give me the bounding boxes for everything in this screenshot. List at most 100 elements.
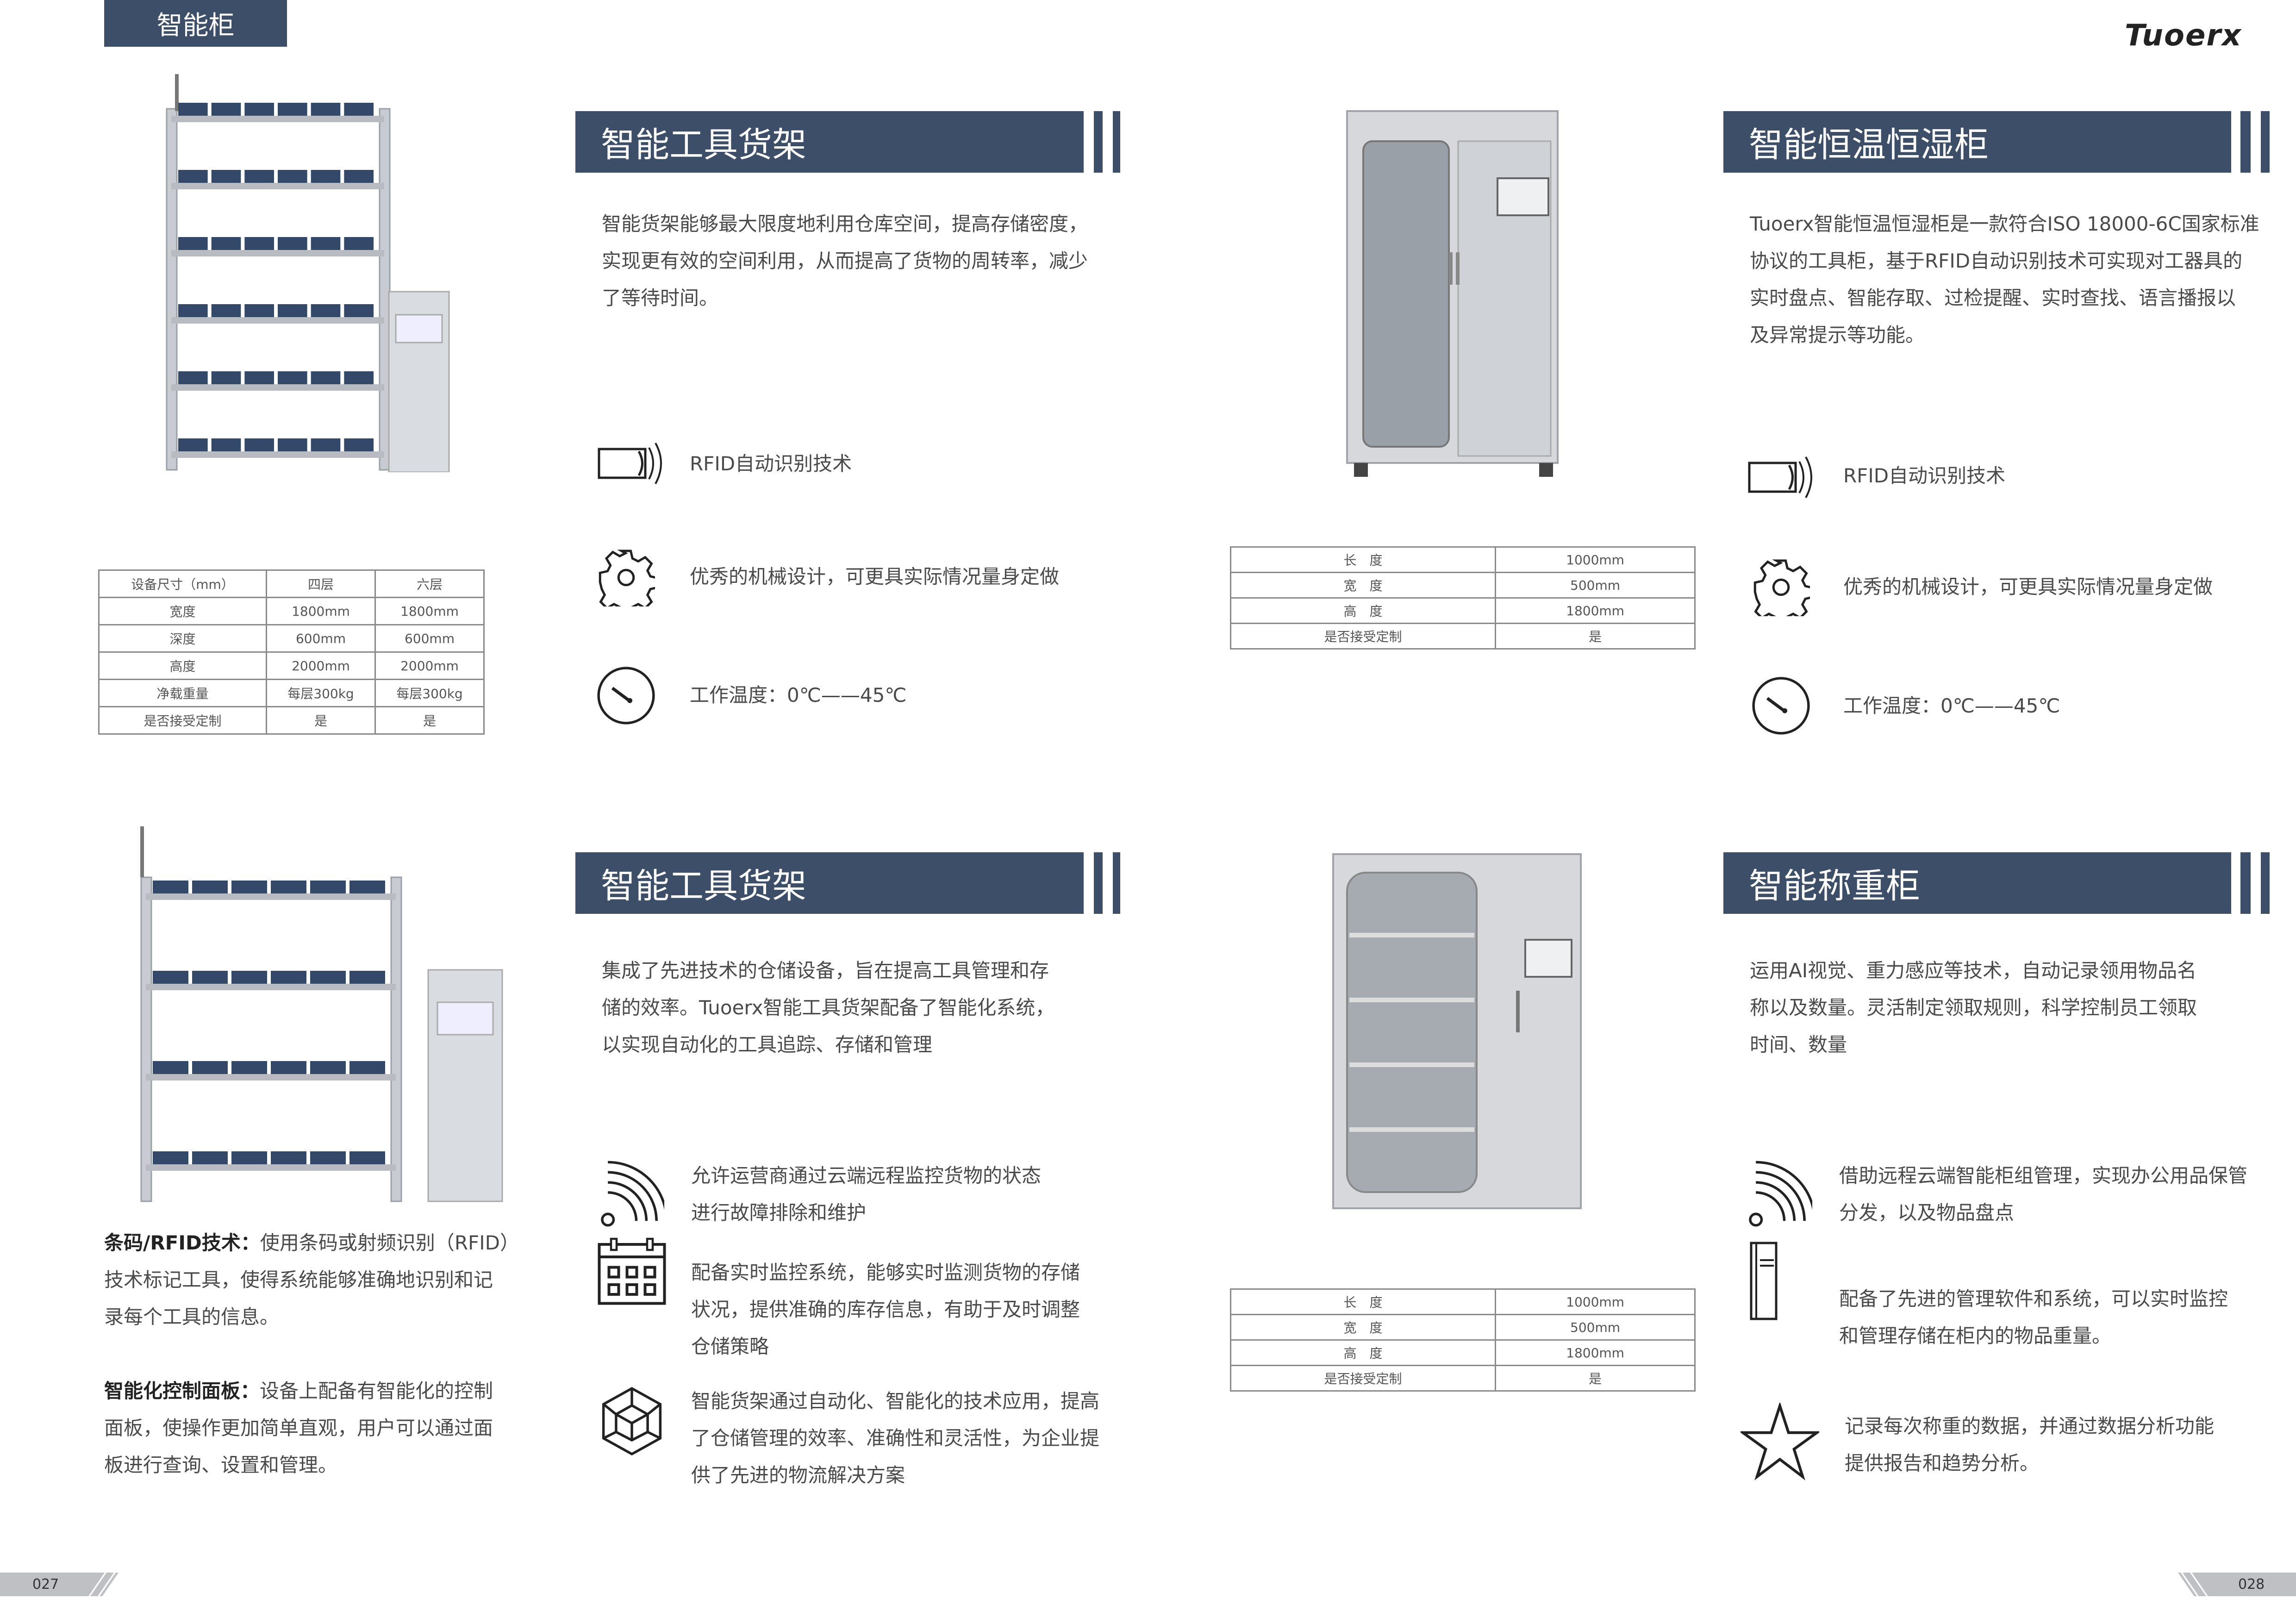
storage-bin	[271, 1061, 306, 1074]
gear-icon	[599, 550, 655, 606]
weighing-cabinet-description: 运用AI视觉、重力感应等技术，自动记录领用物品名称以及数量。灵活制定领取规则，科…	[1750, 952, 2287, 1063]
section-title-weighing-cabinet: 智能称重柜	[1723, 852, 2231, 914]
table-cell: 净载重量	[98, 679, 267, 707]
text-line: 集成了先进技术的仓储设备，旨在提高工具管理和存	[602, 959, 1049, 982]
text-line: 实现更有效的空间利用，从而提高了货物的周转率，减少	[602, 250, 1088, 272]
calendar-icon	[598, 1237, 666, 1305]
shelf-beam	[171, 250, 384, 256]
rfid-icon	[1748, 456, 1812, 498]
storage-bin	[344, 438, 374, 451]
text-line: 允许运营商通过云端远程监控货物的状态	[691, 1164, 1042, 1187]
storage-bin	[244, 438, 274, 451]
storage-bin	[244, 170, 274, 183]
feature-text: 工作温度：0℃——45℃	[690, 684, 907, 706]
rfid-icon	[598, 443, 662, 484]
table-cell: 1800mm	[265, 597, 376, 625]
table-row: 是否接受定制是	[1229, 1365, 1696, 1392]
note-label: 智能化控制面板：	[104, 1380, 260, 1402]
storage-bin	[153, 971, 188, 984]
storage-bin	[349, 881, 385, 893]
feature-text: 智能货架通过自动化、智能化的技术应用，提高了仓储管理的效率、准确性和灵活性，为企…	[691, 1383, 1099, 1494]
storage-bin	[178, 304, 208, 317]
storage-bin	[178, 103, 208, 116]
storage-bin	[244, 371, 274, 384]
section-title-shelf-2: 智能工具货架	[575, 852, 1084, 914]
table-cell: 每层300kg	[265, 679, 376, 707]
note-control-panel: 智能化控制面板：设备上配备有智能化的控制面板，使操作更加简单直观，用户可以通过面…	[104, 1373, 530, 1484]
storage-bin	[231, 1061, 267, 1074]
note-label: 条码/RFID技术：	[104, 1231, 260, 1254]
text-line: 状况，提供准确的库存信息，有助于及时调整	[691, 1298, 1080, 1321]
shelf-beam	[171, 317, 384, 324]
header-bar	[1094, 852, 1103, 914]
storage-bin	[344, 103, 374, 116]
text-line: 实时盘点、智能存取、过检提醒、实时查找、语言播报以	[1750, 287, 2236, 309]
text-line: 了仓储管理的效率、准确性和灵活性，为企业提	[691, 1427, 1100, 1449]
text-line: 设备上配备有智能化的控制	[260, 1380, 493, 1402]
storage-bin	[311, 103, 341, 116]
shelf-beam	[146, 984, 396, 990]
storage-bin	[310, 1061, 346, 1074]
storage-bin	[178, 237, 208, 250]
feature-text: RFID自动识别技术	[690, 452, 852, 475]
storage-bin	[349, 1061, 385, 1074]
page-band-stripes	[86, 1573, 119, 1596]
storage-bin	[192, 1151, 228, 1164]
table-cell: 深度	[98, 624, 267, 653]
feature-text: 借助远程云端智能柜组管理，实现办公用品保管分发，以及物品盘点	[1839, 1157, 2247, 1231]
text-line: 和管理存储在柜内的物品重量。	[1839, 1324, 2112, 1347]
gauge-icon	[1752, 677, 1810, 735]
storage-bin	[271, 881, 306, 893]
table-cell: 1000mm	[1495, 546, 1696, 573]
table-row: 是否接受定制是是	[98, 706, 485, 735]
shelf-beam	[146, 1074, 396, 1081]
storage-bin	[153, 1061, 188, 1074]
gauge-icon	[597, 667, 655, 725]
shelf-beam	[171, 451, 384, 458]
table-cell: 高 度	[1229, 597, 1497, 624]
text-line: 智能货架通过自动化、智能化的技术应用，提高	[691, 1390, 1100, 1412]
cube-icon	[602, 1387, 662, 1456]
page-number-left: 027	[0, 1573, 88, 1596]
section-title-humidity-cabinet: 智能恒温恒湿柜	[1723, 111, 2231, 173]
storage-bin	[231, 971, 267, 984]
humidity-cabinet-image	[1346, 110, 1559, 477]
table-cell: 是	[1495, 1365, 1696, 1392]
table-cell: 高 度	[1229, 1339, 1497, 1366]
text-line: 录每个工具的信息。	[104, 1305, 280, 1328]
table-cell: 500mm	[1495, 1314, 1696, 1341]
table-cell: 每层300kg	[374, 679, 485, 707]
text-line: 借助远程云端智能柜组管理，实现办公用品保管	[1839, 1164, 2248, 1187]
storage-bin	[310, 1151, 346, 1164]
category-tab: 智能柜	[104, 0, 287, 47]
storage-bin	[211, 237, 241, 250]
storage-bin	[231, 1151, 267, 1164]
wireless-icon	[601, 1161, 664, 1227]
weighing-cabinet-image	[1332, 853, 1582, 1209]
table-cell: 宽 度	[1229, 572, 1497, 599]
page-number-right: 028	[2208, 1573, 2296, 1596]
storage-bin	[311, 237, 341, 250]
feature-text: RFID自动识别技术	[1843, 464, 2006, 487]
header-bar	[1113, 852, 1120, 914]
table-cell: 宽度	[98, 597, 267, 625]
text-line: 提供报告和趋势分析。	[1845, 1452, 2040, 1474]
storage-bin	[244, 237, 274, 250]
text-line: 时间、数量	[1750, 1033, 1847, 1056]
text-line: 以实现自动化的工具追踪、存储和管理	[602, 1033, 933, 1056]
storage-bin	[178, 371, 208, 384]
storage-bin	[349, 1151, 385, 1164]
table-cell: 是	[374, 706, 485, 735]
storage-bin	[278, 438, 307, 451]
storage-bin	[192, 881, 228, 893]
table-cell: 2000mm	[265, 651, 376, 680]
storage-bin	[344, 237, 374, 250]
